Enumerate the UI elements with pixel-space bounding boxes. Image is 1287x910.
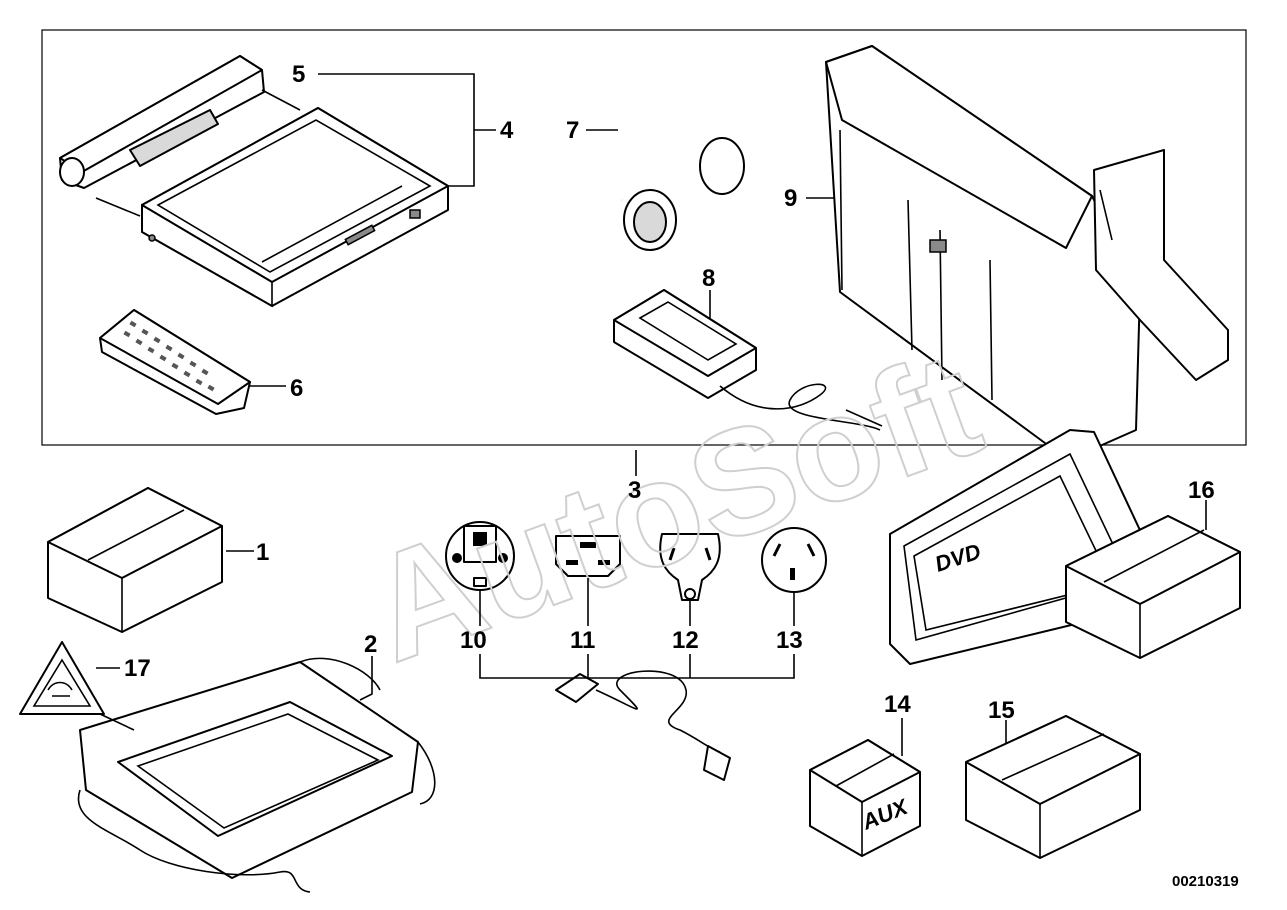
group-frame [41, 29, 1247, 446]
box-part-15 [965, 715, 1141, 859]
headphones-part [608, 58, 745, 251]
callout-8: 8 [702, 265, 715, 292]
callout-6: 6 [290, 375, 303, 402]
power-cable-part [555, 670, 731, 781]
box-part-16 [1065, 515, 1241, 659]
warning-label-part [19, 641, 105, 715]
callout-9: 9 [784, 185, 797, 212]
callout-4: 4 [500, 117, 514, 144]
callout-12: 12 [672, 627, 699, 654]
callout-15: 15 [988, 697, 1015, 724]
callout-16: 16 [1188, 477, 1215, 504]
box-part-1 [47, 487, 223, 633]
power-adapter-part [613, 289, 883, 431]
callout-2: 2 [364, 631, 377, 658]
callout-5: 5 [292, 61, 305, 88]
leader-lines [95, 73, 1207, 756]
callout-7: 7 [566, 117, 579, 144]
callout-3: 3 [628, 477, 641, 504]
uk-adapter-part [555, 535, 621, 577]
euro-adapter-part [445, 521, 515, 591]
battery-part [59, 55, 265, 189]
callout-17: 17 [124, 655, 151, 682]
plug-adapter-part [659, 533, 721, 601]
remote-control-part [99, 309, 251, 415]
callout-11: 11 [570, 627, 595, 654]
callout-10: 10 [460, 627, 487, 654]
mounting-tray-part [77, 657, 436, 893]
diagram-id: 00210319 [1172, 873, 1239, 890]
callout-labels: 5 4 6 7 8 9 3 1 17 2 10 11 12 13 14 15 1… [124, 61, 1215, 724]
aux-box-part: AUX [809, 739, 921, 857]
callout-14: 14 [884, 691, 911, 718]
callout-13: 13 [776, 627, 803, 654]
callout-1: 1 [256, 539, 269, 566]
carry-bag-part [825, 45, 1229, 461]
